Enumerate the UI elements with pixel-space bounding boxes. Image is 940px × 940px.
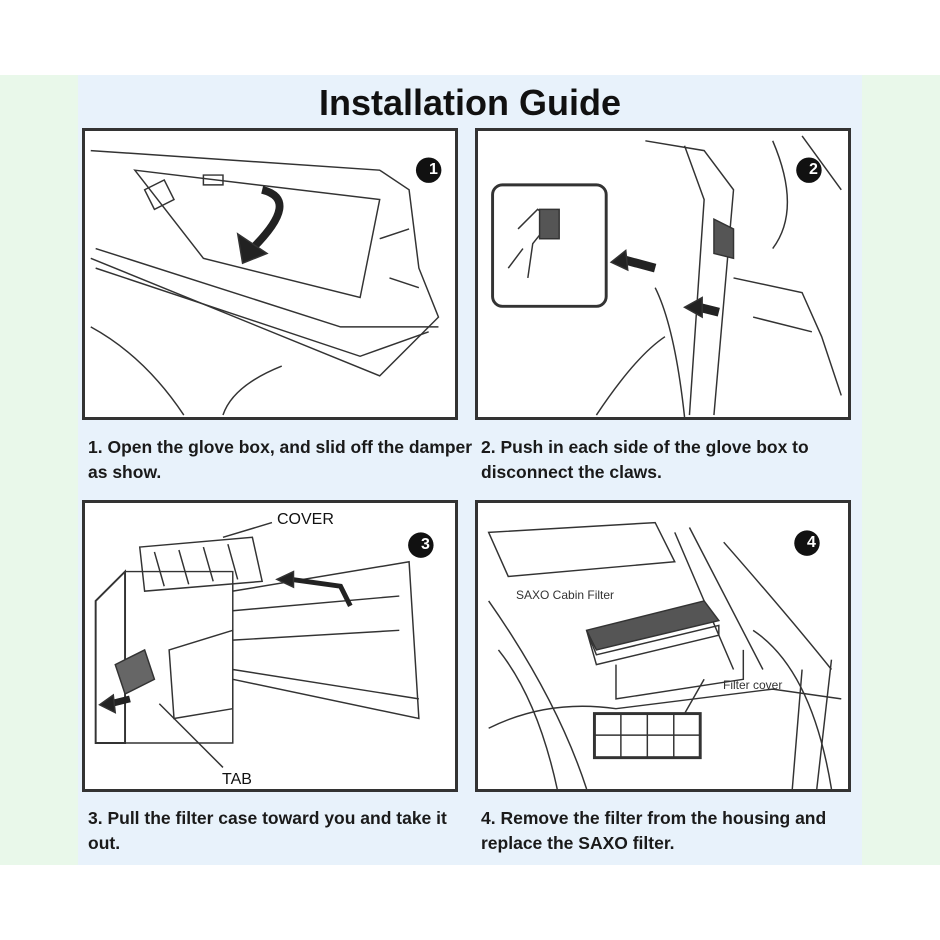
step-number: 3 <box>421 536 430 553</box>
step-2-illustration: 2 <box>475 128 851 420</box>
step-4-caption: 4. Remove the filter from the housing an… <box>481 808 827 853</box>
filter-cover-label: Filter cover <box>723 678 783 692</box>
cover-label: COVER <box>277 511 334 528</box>
step-1-illustration: 1 <box>82 128 458 420</box>
step-3-caption: 3. Pull the filter case toward you and t… <box>88 808 447 853</box>
step-1-caption: 1. Open the glove box, and slid off the … <box>88 437 473 482</box>
page-title: Installation Guide <box>318 82 622 123</box>
step-number: 1 <box>429 161 438 178</box>
step-3-illustration: 3 COVER TAB <box>82 500 458 792</box>
step-2-caption: 2. Push in each side of the glove box to… <box>481 437 809 482</box>
step-number-badge <box>415 157 442 183</box>
step-number: 4 <box>807 534 816 551</box>
cabin-filter-label: SAXO Cabin Filter <box>516 588 615 602</box>
step-4-illustration: 4 SAXO Cabin Filter Filter cover <box>475 500 851 792</box>
tab-label: TAB <box>222 771 252 788</box>
step-number: 2 <box>809 161 818 178</box>
